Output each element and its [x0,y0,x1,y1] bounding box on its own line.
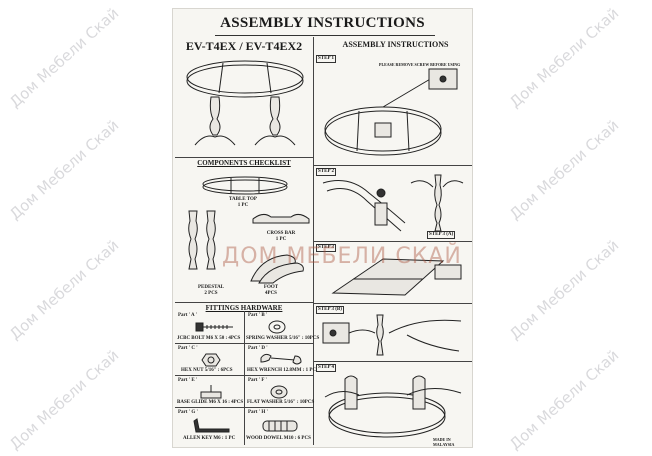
table-illustration [186,60,304,146]
flat-washer-icon [270,385,288,399]
step-2-pedestal-drawing [410,174,464,232]
step-divider [314,241,472,242]
foot-qty: 4PCS [265,291,277,296]
part-c-desc: HEX NUT 5/16" : 6PCS [181,368,233,373]
assembly-sheet: ASSEMBLY INSTRUCTIONS EV-T4EX / EV-T4EX2… [172,8,473,448]
part-a-desc: JCBC BOLT M6 X 50 : 4PCS [177,336,241,341]
table-top-label: TABLE TOP [229,197,257,202]
part-a-label: Part ' A ' [178,313,198,318]
step-1-note: PLEASE REMOVE SCREW BEFORE USING [379,62,461,67]
part-c-label: Part ' C ' [178,346,198,351]
watermark-text: Дом Мебели Скай [506,116,623,224]
foot-drawing [250,254,304,284]
part-f-label: Part ' F ' [248,378,267,383]
fittings-title: FITTINGS HARDWARE [205,304,283,312]
components-title: COMPONENTS CHECKLIST [197,159,291,167]
watermark-text: Дом Мебели Скай [506,4,623,112]
part-e-label: Part ' E ' [178,378,198,383]
wood-dowel-icon [262,420,298,432]
step-3-drawing [331,258,462,296]
hex-wrench-icon [260,353,302,365]
step-4-label: STEP 4 [316,364,336,372]
document-title: ASSEMBLY INSTRUCTIONS [220,15,425,31]
fittings-col-divider [244,311,245,445]
title-underline [215,35,435,36]
watermark-text: Дом Мебели Скай [6,236,123,344]
step-3b-label: STEP 3 (B) [316,306,344,314]
part-h-label: Part ' H ' [248,410,268,415]
part-b-label: Part ' B ' [248,313,268,318]
watermark-text: Дом Мебели Скай [506,236,623,344]
step-3-label: STEP 3 [316,244,336,252]
step-divider [314,303,472,304]
step-3b-drawing [322,314,462,356]
cross-bar-drawing [252,213,310,224]
part-b-desc: SPRING WASHER 5/16" : 10PCS [246,336,320,341]
part-d-label: Part ' D ' [248,346,268,351]
made-in-label: MADE IN MALAYSIA [433,437,455,447]
right-column-title: ASSEMBLY INSTRUCTIONS [342,40,449,49]
foot-label: FOOT [263,285,279,290]
section-divider [175,302,313,303]
hex-nut-icon [201,353,221,367]
part-d-desc: HEX WRENCH 12.8MM : 1 PC [247,368,317,373]
watermark-text: Дом Мебели Скай [6,4,123,112]
column-divider [313,37,314,445]
pedestal-label: PEDESTAL [197,285,225,290]
watermark-text: Дом Мебели Скай [6,346,123,454]
step-4-drawing [324,375,462,438]
step-1-label: STEP 1 [316,55,336,63]
table-top-qty: 1 PC [237,203,249,208]
allen-key-icon [193,418,230,433]
watermark-text: Дом Мебели Скай [6,116,123,224]
pedestal-drawing [188,210,216,270]
bolt-icon [195,322,233,332]
spring-washer-icon [268,320,286,334]
section-divider [175,157,313,158]
step-2-label: STEP 2 [316,168,336,176]
part-g-desc: ALLEN KEY M6 : 1 PC [183,436,236,441]
table-top-drawing [202,176,288,195]
watermark-text: Дом Мебели Скай [506,346,623,454]
step-divider [314,361,472,362]
watermark-center: ДОМ МЕБЕЛИ СКАЙ [222,244,462,269]
cross-bar-label: CROSS BAR [266,231,296,236]
part-e-desc: BASE GLIDE M6 X 16 : 4PCS [177,400,244,405]
part-h-desc: WOOD DOWEL M10 : 6 PCS [246,436,311,441]
model-numbers: EV-T4EX / EV-T4EX2 [185,39,303,53]
step-2-drawing [322,180,406,232]
base-glide-icon [200,385,222,399]
cross-bar-qty: 1 PC [275,237,287,242]
pedestal-qty: 2 PCS [204,291,218,296]
step-3a-label: STEP 3 (A) [427,231,456,239]
step-divider [314,165,472,166]
part-g-label: Part ' G ' [178,410,198,415]
step-1-drawing [324,68,458,156]
part-f-desc: FLAT WASHER 5/16" : 10PCS [247,400,315,405]
